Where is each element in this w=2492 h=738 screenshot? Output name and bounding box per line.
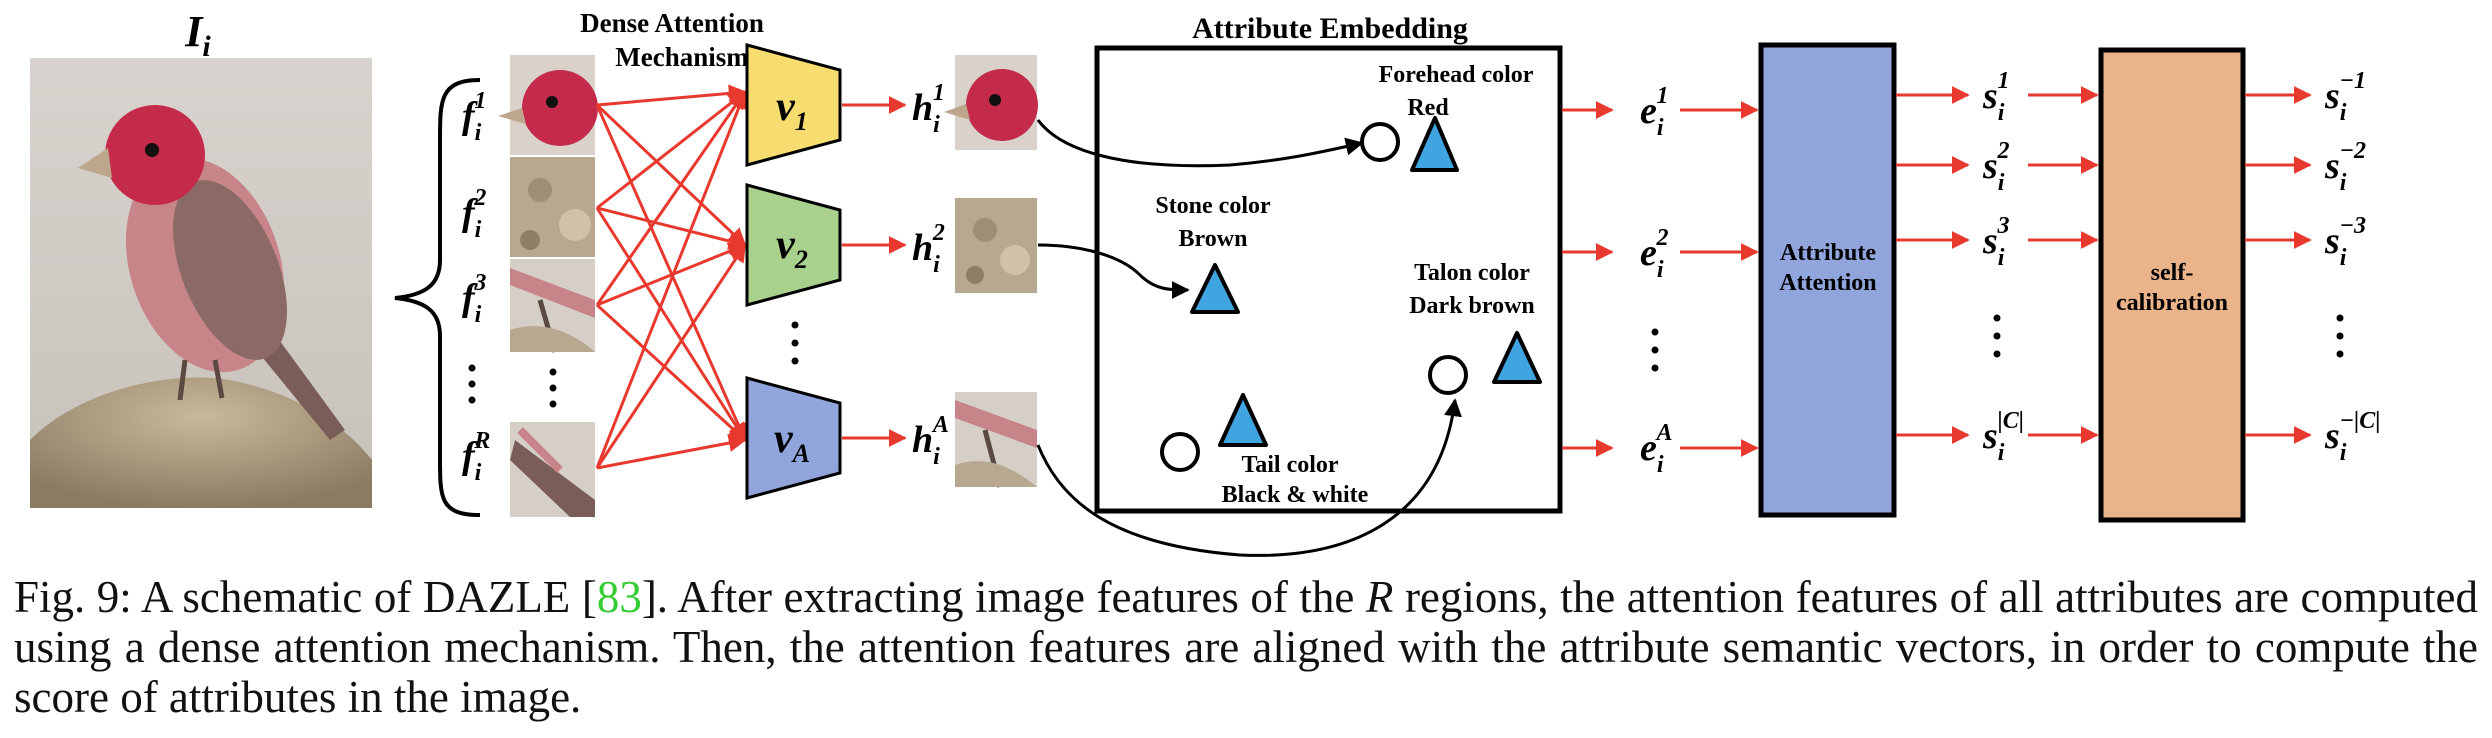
calibration-out-arrows <box>2245 86 2312 444</box>
region-patches <box>498 55 598 517</box>
score-dots <box>1993 314 2001 358</box>
attended-stone <box>955 198 1037 293</box>
attention-feature-labels: hi1 hi2 hiA <box>912 80 949 470</box>
svg-text:Black & white: Black & white <box>1222 482 1369 508</box>
attention-net-vA: vA <box>745 376 842 500</box>
svg-text:Forehead color: Forehead color <box>1379 62 1534 88</box>
feature-f1: fi1 <box>462 88 486 146</box>
vector-to-attention-arrows <box>1680 101 1759 457</box>
score-s3: si3 <box>1982 213 2009 271</box>
attended-head <box>944 55 1038 150</box>
attention-net-v2: v2 <box>745 183 842 307</box>
feature-f2: fi2 <box>462 185 486 243</box>
figure-caption: Fig. 9: A schematic of DAZLE [83]. After… <box>14 572 2479 722</box>
patch-tail <box>510 422 595 517</box>
feature-h1: hi1 <box>912 80 945 138</box>
region-brace <box>394 78 481 517</box>
feature-h2: hi2 <box>912 220 945 278</box>
calibrated-score-dots <box>2336 314 2344 358</box>
calibrated-s2: si−2 <box>2324 138 2366 196</box>
vector-e1: ei1 <box>1640 83 1669 141</box>
svg-text:Talon color: Talon color <box>1414 260 1530 286</box>
vector-eA: eiA <box>1640 420 1673 478</box>
embedding-title: Attribute Embedding <box>1192 12 1468 45</box>
vector-e2: ei2 <box>1640 225 1669 283</box>
dense-connections <box>595 84 748 470</box>
attended-tail <box>955 392 1037 488</box>
embedding-labels: Forehead color Red Stone color Brown Tal… <box>1155 62 1534 508</box>
net-to-feature-arrows <box>842 96 907 447</box>
input-image-label: Ii <box>184 7 211 63</box>
svg-text:v2: v2 <box>776 222 808 274</box>
svg-text:Tail color: Tail color <box>1241 452 1338 478</box>
attribute-embedding-box <box>1094 45 1563 514</box>
citation-link[interactable]: 83 <box>596 572 642 622</box>
region-feature-labels: fi1 fi2 fi3 fiR <box>462 88 490 486</box>
embedding-curves <box>1036 119 1462 557</box>
attention-to-score-arrows <box>1896 86 1970 444</box>
score-s2: si2 <box>1982 138 2009 196</box>
self-calibration-block: self- calibration <box>2098 47 2246 523</box>
score-sC: si|C| <box>1982 408 2024 466</box>
calibrated-score-labels: si−1 si−2 si−3 si−|C| <box>2324 68 2381 466</box>
svg-text:Brown: Brown <box>1179 226 1248 252</box>
embedding-vector-dots <box>1651 328 1659 372</box>
svg-text:Stone color: Stone color <box>1155 193 1271 219</box>
calibrated-sC: si−|C| <box>2324 408 2381 466</box>
svg-text:self-: self- <box>2151 260 2194 286</box>
embedding-vector-labels: ei1 ei2 eiA <box>1640 83 1673 478</box>
svg-text:Attribute: Attribute <box>1780 240 1876 266</box>
attribute-attention-block: Attribute Attention <box>1758 42 1897 518</box>
svg-text:Mechanism: Mechanism <box>615 42 749 72</box>
embedding-triangles <box>1190 116 1542 447</box>
calibrated-s3: si−3 <box>2324 213 2366 271</box>
patch-head <box>498 55 598 155</box>
svg-text:Ii: Ii <box>184 7 211 63</box>
embedding-circles <box>1160 122 1468 472</box>
bird-image <box>30 58 372 508</box>
score-s1: si1 <box>1982 68 2009 126</box>
svg-text:vA: vA <box>774 416 810 468</box>
embedding-out-arrows <box>1562 101 1614 457</box>
svg-text:Dark brown: Dark brown <box>1409 293 1535 319</box>
svg-text:Attention: Attention <box>1779 270 1876 296</box>
attention-net-v1: v1 <box>745 43 842 167</box>
calibrated-s1: si−1 <box>2324 68 2366 126</box>
feature-hA: hiA <box>912 412 949 470</box>
feature-vdots <box>468 364 557 408</box>
score-to-calibration-arrows <box>2028 86 2099 444</box>
attended-patches <box>944 55 1038 488</box>
dense-attention-label: Dense Attention Mechanism <box>580 8 764 72</box>
feature-fR: fiR <box>462 428 490 486</box>
svg-text:Dense Attention: Dense Attention <box>580 8 764 38</box>
patch-leg <box>510 259 595 353</box>
svg-text:Red: Red <box>1407 95 1449 121</box>
svg-text:calibration: calibration <box>2116 290 2228 316</box>
feature-f3: fi3 <box>462 270 486 328</box>
score-labels: si1 si2 si3 si|C| <box>1982 68 2024 466</box>
patch-stone <box>510 157 595 257</box>
svg-text:v1: v1 <box>776 84 808 136</box>
attention-net-dots <box>791 321 799 365</box>
